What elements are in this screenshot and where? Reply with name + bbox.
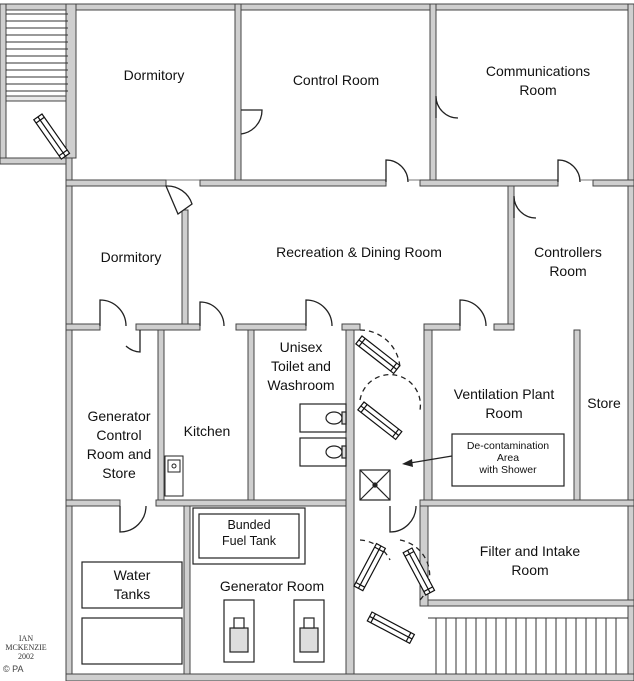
- label-control-room: Control Room: [292, 72, 380, 88]
- label-dormitory-mid: Dormitory: [100, 249, 162, 265]
- label-recreation-dining-room: Recreation & Dining Room: [276, 244, 442, 260]
- label-filter-intake-room: Filter and Intake Room: [440, 542, 620, 580]
- artist-year: 2002: [18, 652, 34, 661]
- shower: [359, 469, 391, 501]
- label-bunded-line2: Fuel Tank: [222, 534, 276, 548]
- label-decontamination-area: De-contamination Area with Shower: [452, 440, 564, 476]
- kitchen-sink: [164, 455, 184, 497]
- label-generator-control-line1: Generator: [87, 408, 151, 424]
- label-unisex-toilet: Unisex Toilet and Washroom: [256, 338, 346, 395]
- walls: [0, 3, 634, 681]
- source-credit: © PA: [3, 664, 24, 674]
- label-unisex-line3: Washroom: [267, 377, 335, 393]
- label-generator-control-line3: Room and: [86, 446, 152, 462]
- label-generator-control-line4: Store: [102, 465, 136, 481]
- staircase-bottom-right: [428, 617, 628, 674]
- label-water-tanks: Water Tanks: [82, 566, 182, 604]
- artist-name: IAN MCKENZIE: [5, 634, 47, 652]
- label-controllers-line2: Room: [549, 263, 587, 279]
- artist-credit: IAN MCKENZIE 2002: [0, 634, 52, 661]
- label-unisex-line2: Toilet and: [271, 358, 331, 374]
- label-communications-line2: Room: [519, 82, 557, 98]
- label-water-line1: Water: [113, 567, 151, 583]
- label-kitchen: Kitchen: [183, 423, 231, 439]
- blast-doors: [32, 113, 436, 645]
- label-controllers-room: Controllers Room: [520, 243, 616, 281]
- label-ventilation-plant-room: Ventilation Plant Room: [434, 385, 574, 423]
- label-generator-room: Generator Room: [219, 578, 325, 594]
- label-filter-line1: Filter and Intake: [479, 543, 581, 559]
- label-unisex-line1: Unisex: [279, 339, 323, 355]
- label-store: Store: [587, 395, 621, 411]
- label-generator-control-room: Generator Control Room and Store: [74, 407, 164, 483]
- decontamination-callout: [402, 433, 565, 487]
- label-ventilation-line2: Room: [485, 405, 523, 421]
- label-ventilation-line1: Ventilation Plant: [453, 386, 555, 402]
- label-water-line2: Tanks: [113, 586, 151, 602]
- label-decon-line2: Area: [496, 452, 520, 464]
- label-dormitory-top: Dormitory: [123, 67, 185, 83]
- label-communications-room: Communications Room: [466, 62, 610, 100]
- label-generator-control-line2: Control: [96, 427, 142, 443]
- label-decon-line3: with Shower: [479, 464, 537, 476]
- label-bunded-fuel-tank: Bunded Fuel Tank: [199, 517, 299, 549]
- label-controllers-line1: Controllers: [534, 244, 602, 260]
- label-communications-line1: Communications: [485, 63, 591, 79]
- staircase-top-left: [6, 13, 68, 92]
- label-decon-line1: De-contamination: [466, 440, 550, 452]
- label-bunded-line1: Bunded: [227, 518, 271, 532]
- generators: [223, 599, 325, 663]
- label-filter-line2: Room: [511, 562, 549, 578]
- water-tanks-boxes: [81, 561, 183, 665]
- bunded-fuel-tank-box: [192, 507, 306, 565]
- toilet-cubicles: [299, 403, 347, 467]
